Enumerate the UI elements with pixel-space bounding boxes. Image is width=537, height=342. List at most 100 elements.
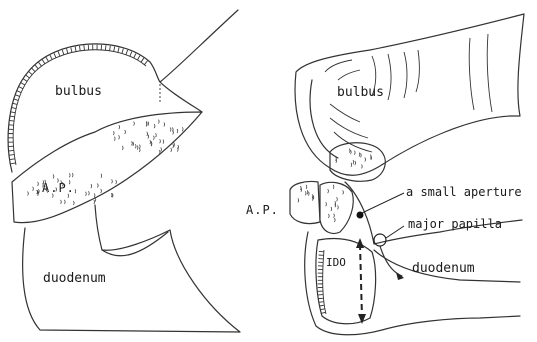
- speckle: [326, 202, 327, 206]
- hatch-tick: [39, 62, 42, 66]
- speckle: [312, 194, 313, 198]
- right-ap-label: A.P.: [246, 203, 279, 217]
- speckle: [308, 192, 309, 196]
- speckle: [365, 158, 366, 162]
- speckle: [161, 148, 162, 152]
- speckle: [355, 161, 356, 165]
- hatch-tick: [18, 86, 22, 88]
- right-ap-shape: [290, 181, 320, 223]
- speckle: [370, 155, 371, 159]
- left-bulbus-label: bulbus: [55, 84, 102, 99]
- hatch-tick: [319, 305, 324, 306]
- speckle: [68, 194, 69, 198]
- speckle: [153, 136, 154, 140]
- hatch-tick: [141, 58, 144, 62]
- speckle: [53, 174, 54, 178]
- right-panel: [290, 14, 524, 335]
- speckle: [163, 140, 164, 144]
- left-bulbus-lower-edge: [160, 82, 202, 112]
- speckle: [88, 191, 89, 195]
- speckle: [334, 218, 335, 222]
- right-pancreas-mid: [320, 182, 353, 233]
- speckle: [116, 180, 117, 184]
- right-pancreas-upper: [330, 143, 385, 182]
- speckle: [359, 153, 360, 157]
- speckle: [337, 197, 338, 201]
- speckle: [182, 127, 183, 131]
- papilla-leader-line: [386, 226, 404, 238]
- ido-label: IDO: [326, 256, 346, 269]
- hatch-tick: [80, 46, 81, 51]
- hatch-tick: [118, 48, 119, 53]
- speckle: [148, 135, 149, 139]
- speckle: [52, 194, 53, 198]
- speckle: [177, 129, 178, 133]
- speckle: [170, 127, 171, 131]
- speckle: [72, 173, 73, 177]
- speckle: [334, 214, 335, 218]
- hatch-tick: [75, 47, 76, 52]
- speckle: [331, 207, 332, 211]
- speckle: [171, 148, 172, 152]
- hatch-tick: [50, 55, 52, 59]
- left-duodenum-label: duodenum: [43, 271, 106, 286]
- speckle: [95, 198, 96, 202]
- speckle: [164, 122, 165, 126]
- speckle: [119, 135, 120, 139]
- speckle: [64, 200, 65, 204]
- hatch-tick: [32, 68, 35, 72]
- speckle: [360, 153, 361, 157]
- speckle: [154, 124, 155, 128]
- speckle: [111, 193, 112, 197]
- speckle: [69, 173, 70, 177]
- speckle: [135, 144, 136, 148]
- hatch-tick: [9, 155, 14, 156]
- hatch-tick: [122, 49, 123, 54]
- right-duodenum-label: duodenum: [412, 261, 475, 276]
- speckle: [337, 205, 338, 209]
- speckle: [134, 122, 135, 126]
- hatch-tick: [17, 91, 22, 93]
- hatch-tick: [71, 48, 72, 53]
- speckle: [350, 150, 351, 154]
- speckle: [122, 146, 123, 150]
- speckle: [119, 125, 120, 129]
- speckle: [38, 189, 39, 193]
- hatch-tick: [12, 103, 17, 104]
- speckle: [173, 144, 174, 148]
- hatch-tick: [114, 47, 115, 52]
- speckle: [113, 131, 114, 135]
- speckle: [75, 189, 76, 193]
- speckle: [306, 185, 307, 189]
- hatch-tick: [54, 53, 56, 58]
- hatch-tick: [11, 163, 16, 164]
- hatch-tick: [46, 57, 48, 61]
- hatch-tick: [23, 79, 27, 82]
- speckle: [147, 132, 148, 136]
- speckle: [361, 164, 362, 168]
- aperture-label: a small aperture: [406, 185, 522, 199]
- speckle: [158, 120, 159, 124]
- speckle: [94, 193, 95, 197]
- hatch-tick: [35, 65, 38, 69]
- hatch-tick: [319, 302, 324, 303]
- speckle: [101, 174, 102, 178]
- hatch-tick: [110, 46, 111, 51]
- hatch-tick: [10, 112, 15, 113]
- speckle: [156, 133, 157, 137]
- hatch-tick: [144, 61, 147, 65]
- speckle: [61, 200, 62, 204]
- hatch-tick: [10, 116, 15, 117]
- speckle: [307, 190, 308, 194]
- hatch-tick: [9, 120, 14, 121]
- speckle: [305, 191, 306, 195]
- hatch-tick: [105, 45, 106, 50]
- speckle: [86, 192, 87, 196]
- speckle: [91, 184, 92, 188]
- hatch-tick: [130, 52, 132, 57]
- speckle: [137, 146, 138, 150]
- hatch-tick: [42, 60, 45, 64]
- speckle: [97, 183, 98, 187]
- speckle: [343, 190, 344, 194]
